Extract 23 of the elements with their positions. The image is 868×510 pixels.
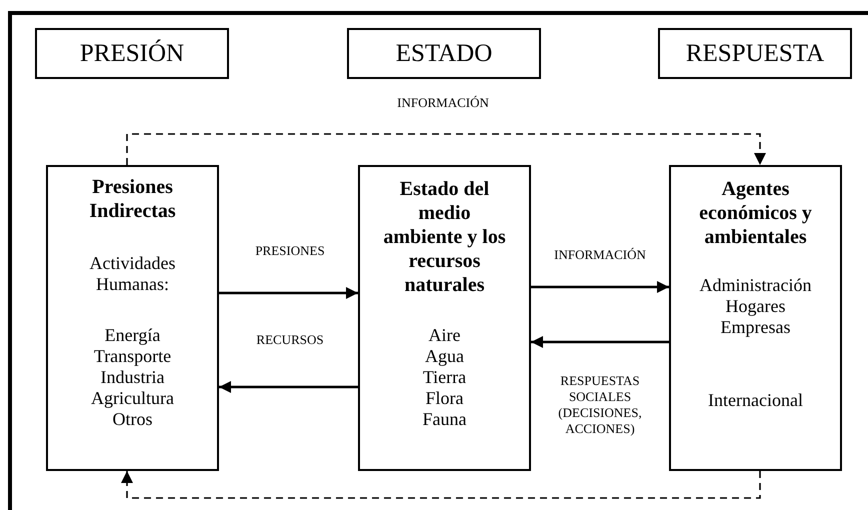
- box-heading: Presiones Indirectas: [88, 175, 177, 223]
- arrow: [531, 336, 669, 348]
- process-box: [669, 165, 842, 471]
- stage-title: ESTADO: [396, 40, 492, 68]
- process-box: [358, 165, 531, 471]
- stage-header-box: [658, 28, 852, 79]
- arrow: [531, 281, 669, 293]
- box-body-text: Internacional: [708, 390, 803, 411]
- box-body-text: Actividades Humanas:: [90, 253, 176, 295]
- process-box: [46, 165, 219, 471]
- arrow: [219, 381, 358, 393]
- box-heading: Estado del medio ambiente y los recursos naturales: [382, 177, 507, 297]
- stage-header-box: [35, 28, 229, 79]
- box-body-text: Aire Agua Tierra Flora Fauna: [422, 325, 466, 430]
- box-body-text: Administración Hogares Empresas: [700, 275, 812, 338]
- arrow: [121, 471, 761, 499]
- box-heading: Agentes económicos y ambientales: [698, 177, 813, 249]
- stage-title: RESPUESTA: [686, 40, 824, 68]
- stage-header-box: [347, 28, 541, 79]
- box-body-text: Energía Transporte Industria Agricultura Otros: [91, 325, 174, 430]
- arrow: [219, 287, 358, 299]
- stage-title: PRESIÓN: [80, 40, 184, 68]
- arrow: [126, 133, 766, 165]
